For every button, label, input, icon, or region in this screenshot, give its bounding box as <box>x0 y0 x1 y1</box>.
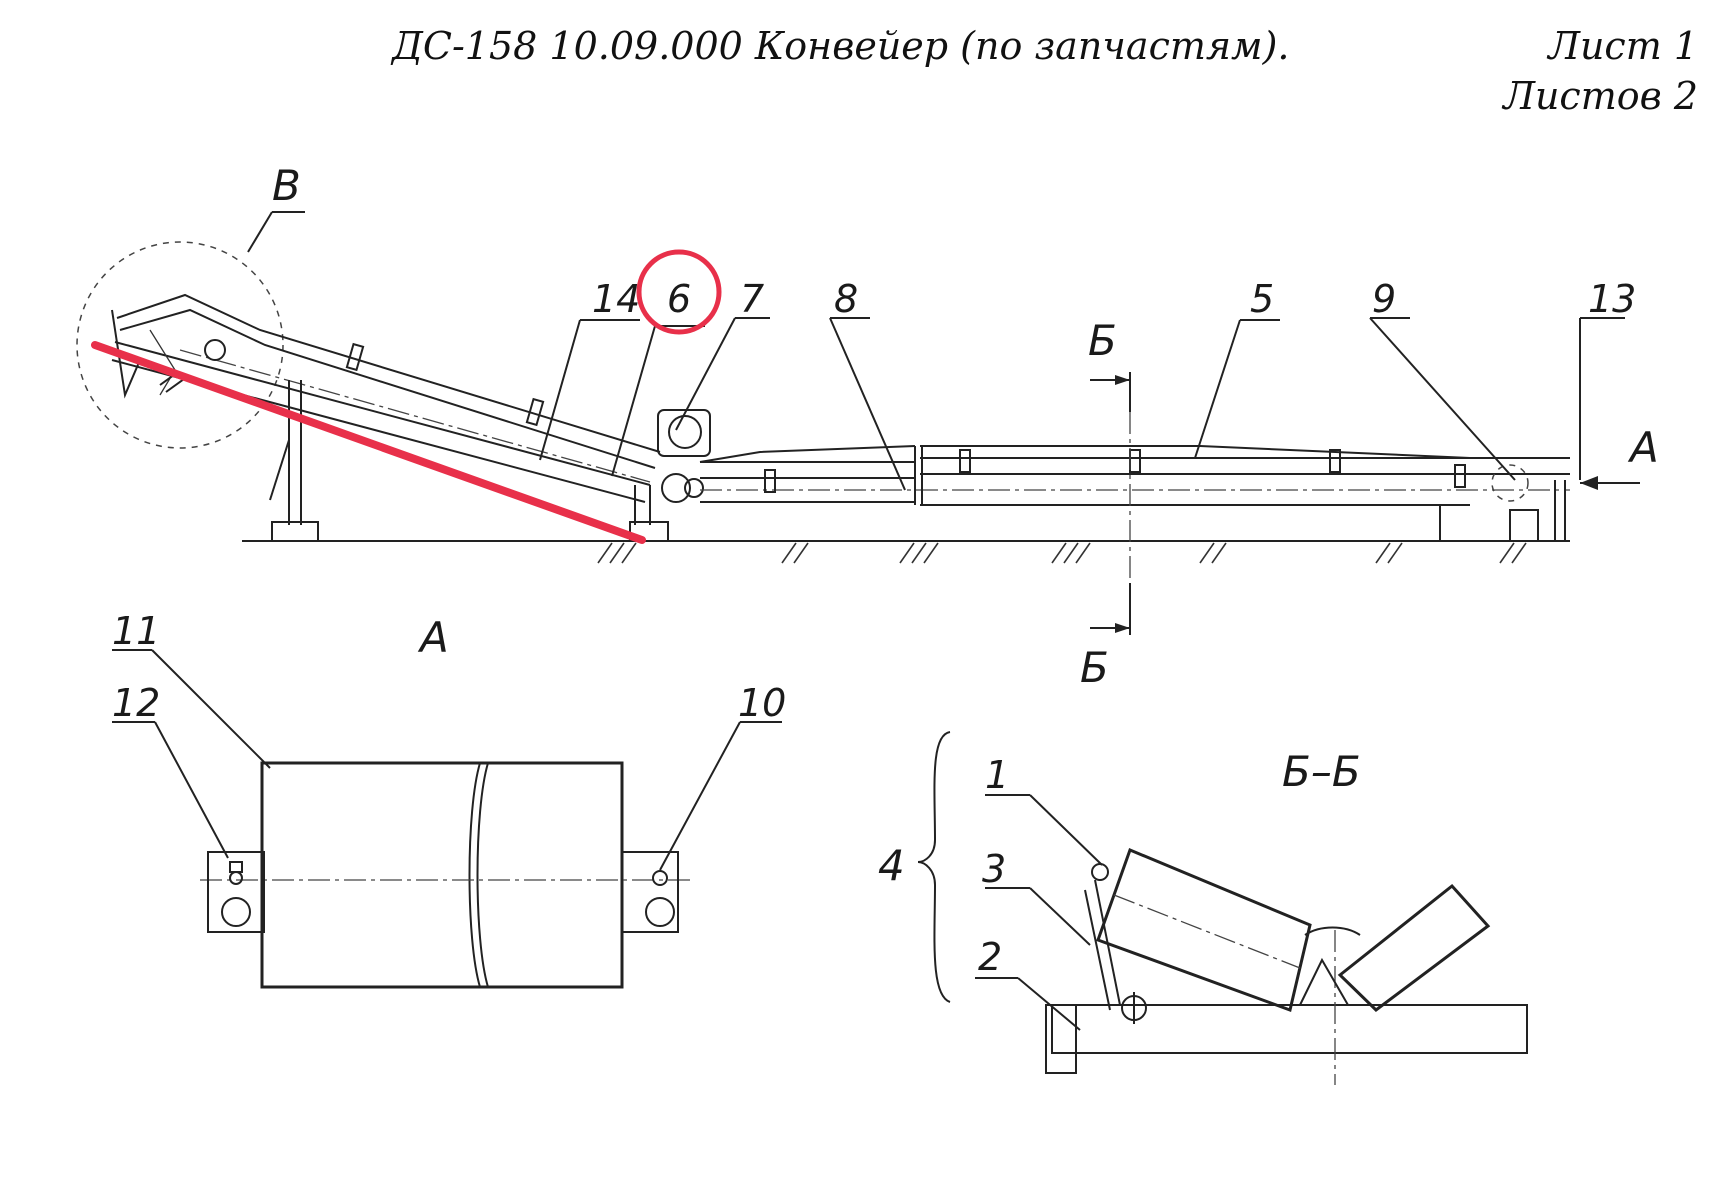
section-mark-bottom: Б <box>1080 643 1109 692</box>
callout-leaders <box>539 317 1625 491</box>
main-side-view: В 14 6 7 8 5 9 13 Б Б А <box>76 161 1659 692</box>
callout-4: 4 <box>878 841 905 890</box>
arrow-a-label: А <box>1627 423 1659 472</box>
roller-body <box>260 761 624 989</box>
callout-7: 7 <box>740 277 764 321</box>
callout-5: 5 <box>1250 277 1274 321</box>
detail-b-circle <box>76 241 284 449</box>
bearing-right <box>621 851 679 933</box>
callout-8: 8 <box>834 277 858 321</box>
callout-1: 1 <box>985 753 1009 797</box>
callout-9: 9 <box>1372 277 1396 321</box>
view-a-roller: А 11 12 10 <box>112 609 786 989</box>
callout-14: 14 <box>592 277 640 321</box>
roller-right <box>1337 883 1491 1012</box>
view-a-arrow <box>1580 476 1640 490</box>
base-frame <box>1051 1004 1528 1054</box>
callout-10: 10 <box>738 681 786 725</box>
drive-station <box>657 409 711 503</box>
sheet-number: Лист 1 <box>1548 24 1698 68</box>
item-4-brace <box>917 731 951 1003</box>
horizontal-section <box>699 445 1570 542</box>
section-bb: Б–Б 1 4 3 2 <box>878 731 1528 1085</box>
incline-supports <box>269 380 669 542</box>
callout-3: 3 <box>982 847 1006 891</box>
callout-13: 13 <box>1588 277 1636 321</box>
section-bb-title: Б–Б <box>1282 747 1361 796</box>
detail-b-leader <box>247 211 273 253</box>
drawing-title: ДС-158 10.09.000 Конвейер (по запчастям)… <box>392 24 1290 68</box>
section-mark-top: Б <box>1088 316 1117 365</box>
callout-12: 12 <box>112 681 160 725</box>
sheets-total: Листов 2 <box>1503 74 1698 118</box>
roller-left <box>1096 848 1312 1012</box>
callout-6: 6 <box>667 277 691 321</box>
highlight-circle <box>636 249 722 335</box>
view-a-title: А <box>417 613 449 662</box>
ground-hatching <box>597 542 1527 564</box>
callout-11: 11 <box>112 609 160 653</box>
roller-break-line <box>468 762 481 988</box>
section-cut-marker <box>1090 372 1131 635</box>
callout-2: 2 <box>978 935 1002 979</box>
bearing-left <box>207 851 265 933</box>
detail-b-label: В <box>272 161 301 210</box>
highlight-line <box>91 341 646 544</box>
